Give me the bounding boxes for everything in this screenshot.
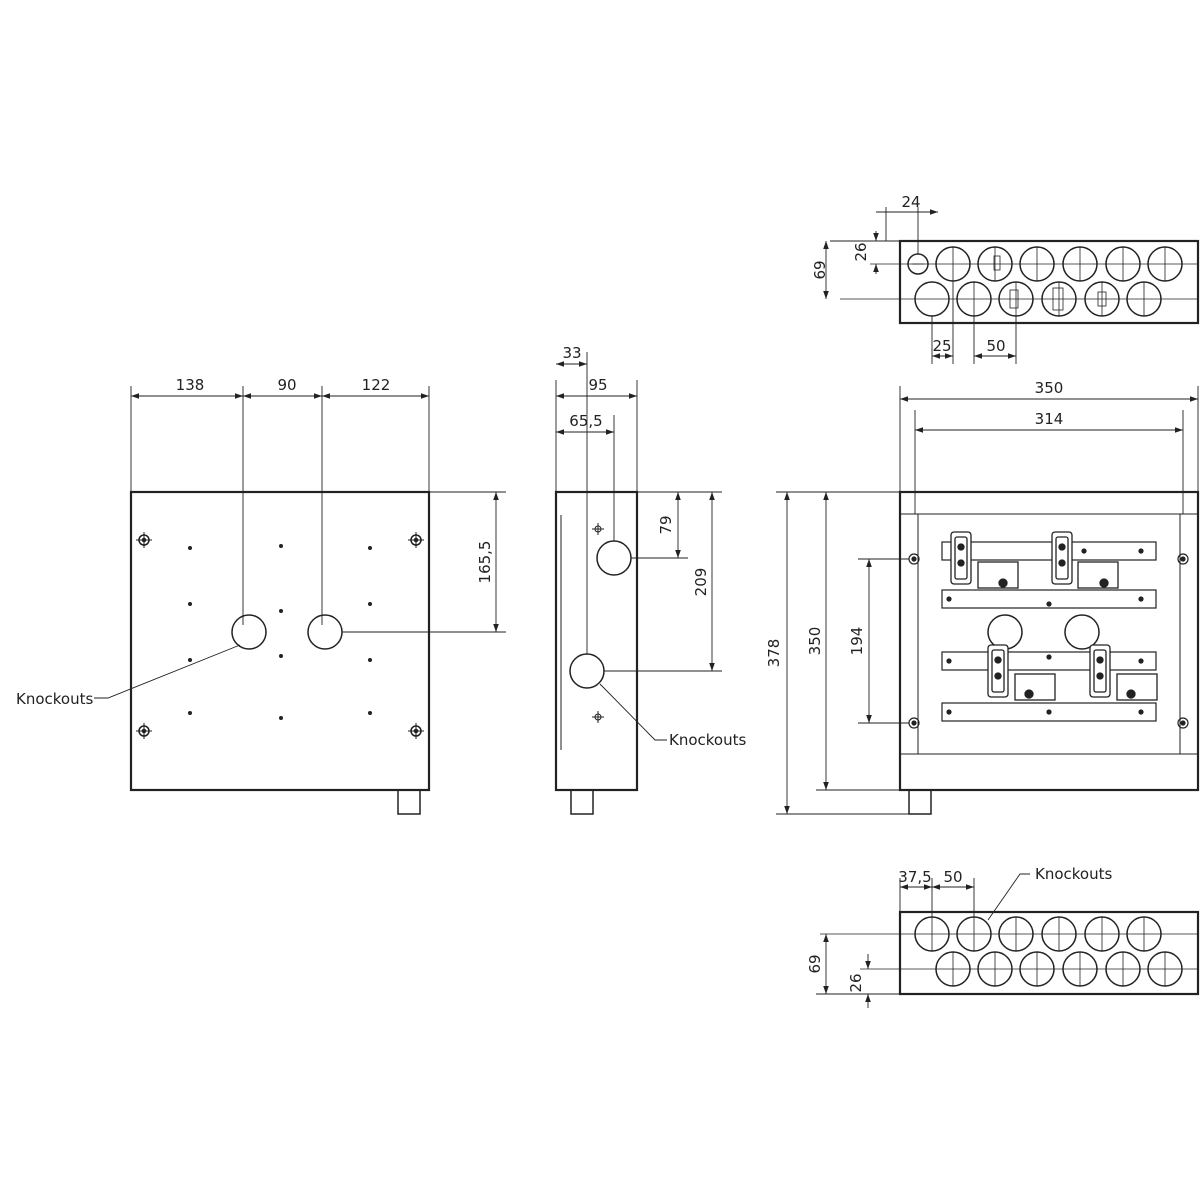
front-dim-350-height: 350 (806, 627, 824, 656)
top-dim-25: 25 (932, 337, 951, 355)
front-dim-350-width: 350 (1035, 379, 1064, 397)
top-view: 24 26 69 25 50 (811, 193, 1200, 364)
bottom-view: 37,5 50 69 26 Knockouts (806, 865, 1200, 1008)
side-dim-79: 79 (657, 515, 675, 534)
side-knockout-upper (596, 540, 632, 576)
side-dim-33: 33 (562, 344, 581, 362)
side-dim-65-5: 65,5 (569, 412, 602, 430)
rear-knockout-left (231, 614, 267, 650)
side-view: 95 65,5 33 79 209 Knockouts (554, 344, 746, 815)
top-dim-26: 26 (852, 242, 870, 261)
top-panel (898, 239, 1200, 325)
bottom-panel (898, 910, 1200, 996)
top-dim-24: 24 (901, 193, 920, 211)
side-knockout-lower (569, 653, 605, 689)
side-dim-95: 95 (588, 376, 607, 394)
rear-knockout-right (307, 614, 343, 650)
side-panel (554, 490, 639, 792)
front-inner-frame (899, 513, 1199, 755)
bottom-dim-26: 26 (847, 973, 865, 992)
bottom-dim-69: 69 (806, 954, 824, 973)
side-dim-209: 209 (692, 568, 710, 597)
rear-mount-holes (136, 532, 424, 739)
top-dim-50: 50 (986, 337, 1005, 355)
terminal-blocks (950, 531, 1158, 701)
top-knockouts (907, 246, 1183, 317)
front-panel (898, 490, 1200, 792)
rear-panel (129, 490, 431, 792)
top-dim-69: 69 (811, 260, 829, 279)
rear-view: 138 90 122 165,5 Knockouts (16, 376, 506, 815)
rear-dim-138: 138 (176, 376, 205, 394)
bottom-dim-50: 50 (943, 868, 962, 886)
bottom-dim-37-5: 37,5 (898, 868, 931, 886)
rear-foot (397, 789, 421, 815)
din-rails (941, 541, 1157, 722)
front-dim-314: 314 (1035, 410, 1064, 428)
rear-dim-165-5: 165,5 (476, 541, 494, 584)
front-foot (908, 789, 932, 815)
rear-dim-122: 122 (362, 376, 391, 394)
bottom-knockouts (914, 916, 1183, 987)
rear-dim-90: 90 (277, 376, 296, 394)
front-view: 350 314 378 350 194 (765, 379, 1200, 815)
front-dim-378: 378 (765, 639, 783, 668)
side-knockouts-label: Knockouts (669, 731, 746, 749)
bottom-knockouts-label: Knockouts (1035, 865, 1112, 883)
rear-knockouts-label: Knockouts (16, 690, 93, 708)
front-dim-194: 194 (848, 627, 866, 656)
side-foot (570, 789, 594, 815)
rear-dots (188, 544, 372, 720)
